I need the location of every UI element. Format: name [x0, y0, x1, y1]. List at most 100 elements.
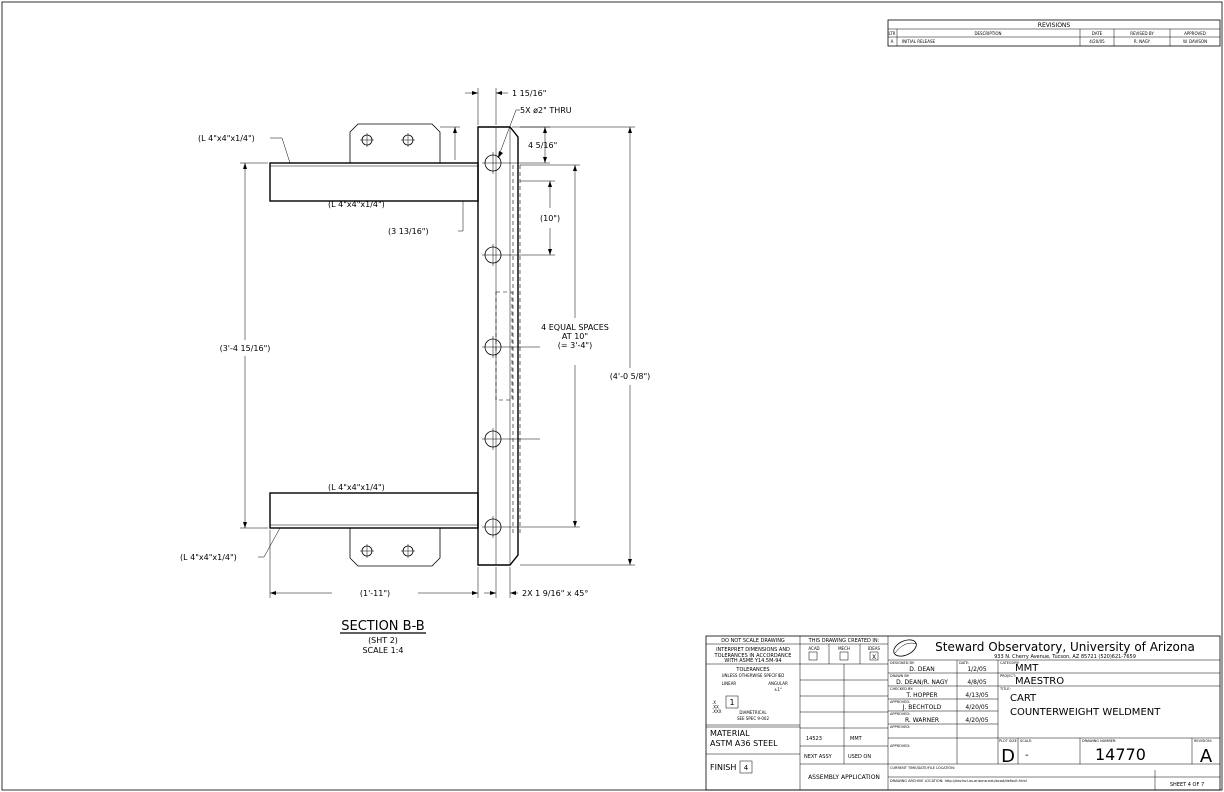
tb-scale-label: SCALE:: [1020, 739, 1032, 743]
tb-designed-by: D. DEAN: [909, 666, 934, 673]
tb-approved1: J. BECHTOLD: [902, 704, 942, 711]
rev-row-date: 4/20/05: [1089, 39, 1105, 44]
tb-plot-size-label: PLOT SIZE: [999, 739, 1017, 743]
tb-archive: DRAWING ARCHIVE LOCATION: http://davinci…: [890, 779, 1027, 783]
dim-top-width: 1 15/16": [512, 89, 546, 98]
dim-width: (1'-11"): [360, 589, 390, 598]
tb-mech: MECH: [838, 646, 850, 651]
tb-ideas-mark: X: [872, 654, 876, 661]
rev-header-ltr: LTR: [889, 31, 896, 36]
tb-title-1: CART: [1010, 693, 1037, 704]
tb-finish-box: 4: [744, 764, 749, 772]
tb-project: MAESTRO: [1015, 676, 1064, 687]
tb-revision-label: REVISION:: [1194, 739, 1212, 743]
tb-designed-by-label: DESIGNED BY:: [890, 661, 915, 665]
tb-interpret-2: TOLERANCES IN ACCORDANCE: [714, 653, 792, 659]
tb-revision: A: [1200, 746, 1213, 767]
tb-material-label: MATERIAL: [710, 729, 750, 738]
tb-checked-date: 4/13/05: [965, 692, 988, 699]
dim-spaces-3: (= 3'-4"): [558, 341, 592, 350]
tb-drawn-date: 4/8/05: [967, 679, 986, 686]
dim-three-thirteen: (3 13/16"): [388, 227, 429, 236]
tb-finish-label: FINISH: [710, 763, 736, 772]
tb-next-assy-num: 14523: [806, 736, 822, 742]
tb-drawing-number-label: DRAWING NUMBER:: [1082, 739, 1116, 743]
rev-row-revised-by: R. NAGY: [1134, 39, 1151, 44]
revisions-title: REVISIONS: [1038, 22, 1071, 29]
tb-title-label: TITLE:: [999, 687, 1011, 691]
tb-angular-val: ±1°: [774, 687, 782, 692]
dim-angle-bottom-inner: (L 4"x4"x1/4"): [328, 483, 385, 492]
tb-acad: ACAD: [808, 646, 819, 651]
tb-date-label: DATE:: [959, 661, 969, 665]
tb-approved2-label: APPROVED:: [890, 712, 910, 716]
tb-assembly-app: ASSEMBLY APPLICATION: [808, 774, 880, 781]
rev-header-approved: APPROVED: [1184, 31, 1206, 36]
tb-org-name: Steward Observatory, University of Arizo…: [935, 640, 1195, 654]
tb-org-address: 933 N. Cherry Avenue, Tucson, AZ 85721 (…: [994, 654, 1136, 660]
tb-ideas: IDEAS: [868, 646, 881, 651]
rev-header-description: DESCRIPTION: [974, 31, 1001, 36]
tb-title-2: COUNTERWEIGHT WELDMENT: [1010, 707, 1161, 718]
tb-linear: LINEAR: [722, 681, 737, 686]
tb-next-assy-code: MMT: [850, 736, 863, 742]
steward-logo: [893, 639, 918, 657]
plate-holes: [482, 152, 520, 538]
arrowheads: [243, 91, 632, 595]
tb-approved2-date: 4/20/05: [965, 717, 988, 724]
weldment-drawing: 1 15/16" 5X ø2" THRU 4 5/16" (10") 4 EQU…: [180, 88, 650, 655]
tb-checked-by: T. HOPPER: [905, 692, 937, 699]
tb-category: MMT: [1015, 663, 1039, 674]
section-title: SECTION B-B: [341, 619, 424, 634]
tb-diametrical: DIAMETRICAL: [739, 710, 767, 715]
tb-sheet: SHEET 4 OF 7: [1170, 782, 1204, 788]
dimension-lines: [240, 88, 635, 598]
tb-approved4-label: APPROVED:: [890, 744, 910, 748]
revisions-table: REVISIONS LTR DESCRIPTION DATE REVISED B…: [887, 19, 1221, 47]
tb-unless: UNLESS OTHERWISE SPECIFIED: [722, 673, 785, 678]
tb-checked-by-label: CHECKED BY:: [890, 687, 913, 691]
rev-header-revised-by: REVISED BY: [1130, 31, 1154, 36]
section-scale: SCALE 1:4: [362, 646, 403, 655]
dim-angle-top-inner: (L 4"x4"x1/4"): [328, 200, 385, 209]
tb-current-time-label: CURRENT TIME/DATE/FILE LOCATION:: [890, 766, 955, 770]
section-sheet: (SHT 2): [368, 636, 398, 645]
tb-next-assy: NEXT ASSY: [804, 754, 833, 760]
dim-spaces-2: AT 10": [562, 332, 588, 341]
rev-row-description: INITIAL RELEASE: [902, 39, 936, 44]
tb-tolerances: TOLERANCES: [735, 667, 769, 673]
tb-x-labels: .X.XX.XXX: [712, 700, 722, 714]
tb-approved2: R. WARNER: [905, 717, 939, 724]
tb-do-not-scale: DO NOT SCALE DRAWING: [721, 638, 785, 644]
tb-plot-size: D: [1001, 746, 1015, 767]
dim-angle-top-outer: (L 4"x4"x1/4"): [198, 134, 255, 143]
tb-drawn-by: D. DEAN/R. NAGY: [896, 679, 948, 686]
tb-drawing-number: 14770: [1095, 745, 1146, 764]
dim-angle-bottom-outer: (L 4"x4"x1/4"): [180, 553, 237, 562]
rev-row-ltr: A: [891, 39, 894, 44]
top-angle: [269, 123, 479, 202]
dim-top-offset: 4 5/16": [528, 141, 557, 150]
tb-approved1-date: 4/20/05: [965, 704, 988, 711]
tb-tol-box: 1: [729, 698, 734, 707]
tb-approved3-label: APPROVED:: [890, 725, 910, 729]
dim-ten: (10"): [540, 214, 560, 223]
tb-used-on: USED ON: [848, 754, 871, 760]
dim-holes: 5X ø2" THRU: [520, 106, 572, 115]
rev-header-date: DATE: [1092, 31, 1103, 36]
tb-interpret-3: WITH ASME Y14.5M-94: [724, 658, 781, 664]
tb-project-label: PROJECT:: [1000, 674, 1016, 678]
tb-drawn-by-label: DRAWN BY:: [890, 674, 910, 678]
bottom-angle: [269, 492, 479, 567]
tb-see-spec: SEE SPEC 9-002: [737, 716, 769, 721]
tb-interpret-1: INTERPRET DIMENSIONS AND: [716, 647, 790, 653]
dim-spaces-1: 4 EQUAL SPACES: [541, 323, 609, 332]
tb-angular: ANGULAR: [768, 681, 788, 686]
dim-overall-height: (4'-0 5/8"): [610, 372, 651, 381]
tb-category-label: CATEGORY:: [1000, 661, 1020, 665]
tb-created-in: THIS DRAWING CREATED IN:: [808, 638, 880, 644]
dim-inner-height: (3'-4 15/16"): [220, 344, 271, 353]
title-block: DO NOT SCALE DRAWING INTERPRET DIMENSION…: [705, 635, 1221, 791]
